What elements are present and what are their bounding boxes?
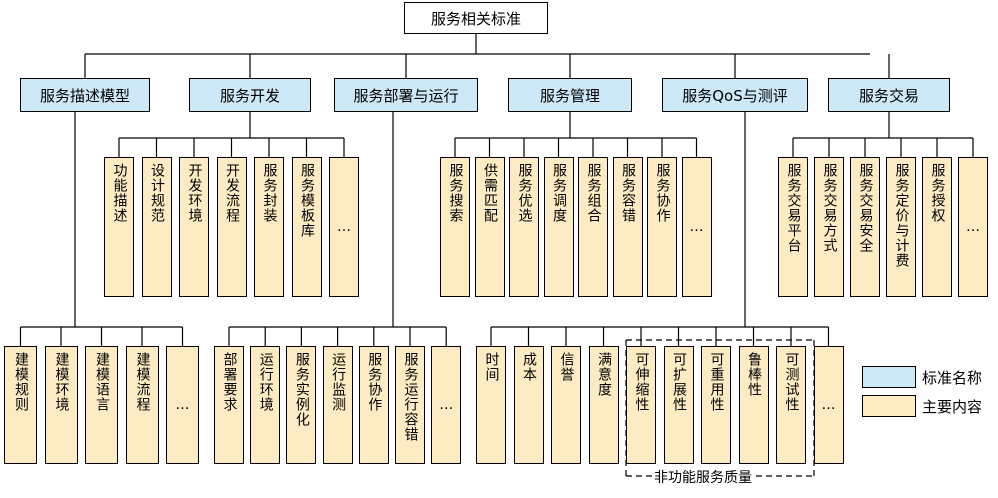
- dev-leaf-1: 功能描述: [104, 157, 134, 297]
- deploy-leaf-1: 部署要求: [214, 346, 244, 464]
- deploy-leaf-3: 服务实例化: [286, 346, 317, 464]
- dev-leaf-4: 开发流程: [216, 157, 247, 297]
- dev-leaf-7: …: [329, 157, 359, 297]
- trade-leaf-1: 服务交易平台: [778, 157, 808, 297]
- trade-leaf-2: 服务交易方式: [814, 157, 844, 297]
- dev-leaf-6: 服务模板库: [291, 157, 322, 297]
- category-1: 服务描述模型: [20, 78, 150, 112]
- mgmt-leaf-4: 服务调度: [543, 157, 574, 297]
- root-node: 服务相关标准: [404, 2, 548, 34]
- category-3: 服务部署与运行: [334, 78, 478, 112]
- category-2: 服务开发: [189, 78, 311, 112]
- dev-leaf-5: 服务封装: [254, 157, 284, 297]
- category-6: 服务交易: [828, 78, 950, 112]
- qos-leaf-4: 满意度: [588, 346, 619, 464]
- qos-leaf-2: 成本: [513, 346, 544, 464]
- legend-content-swatch: [862, 395, 916, 417]
- nonfunctional-group-label: 非功能服务质量: [652, 467, 754, 487]
- qos-leaf-10: …: [813, 346, 844, 464]
- legend-standard-swatch: [862, 366, 916, 388]
- deploy-leaf-5: 服务协作: [358, 346, 389, 464]
- qos-leaf-9: 可测试性: [776, 346, 806, 464]
- category-4: 服务管理: [508, 78, 632, 112]
- deploy-leaf-2: 运行环境: [250, 346, 281, 464]
- qos-leaf-7: 可重用性: [701, 346, 731, 464]
- mgmt-leaf-8: …: [681, 157, 712, 297]
- model-leaf-2: 建模环境: [44, 346, 78, 464]
- category-5: 服务QoS与测评: [662, 78, 808, 112]
- qos-leaf-6: 可扩展性: [663, 346, 694, 464]
- legend-standard-label: 标准名称: [922, 369, 983, 387]
- legend-content-label: 主要内容: [922, 398, 983, 416]
- qos-leaf-1: 时间: [476, 346, 506, 464]
- deploy-leaf-7: …: [431, 346, 462, 464]
- trade-leaf-4: 服务定价与计费: [886, 157, 916, 297]
- qos-leaf-5: 可伸缩性: [626, 346, 656, 464]
- trade-leaf-3: 服务交易安全: [850, 157, 880, 297]
- model-leaf-1: 建模规则: [4, 346, 37, 464]
- trade-leaf-6: …: [958, 157, 988, 297]
- dev-leaf-2: 设计规范: [141, 157, 172, 297]
- model-leaf-5: …: [166, 346, 199, 464]
- model-leaf-4: 建模流程: [125, 346, 159, 464]
- mgmt-leaf-6: 服务容错: [612, 157, 643, 297]
- mgmt-leaf-2: 供需匹配: [474, 157, 505, 297]
- mgmt-leaf-3: 服务优选: [509, 157, 539, 297]
- qos-leaf-8: 鲁棒性: [738, 346, 769, 464]
- model-leaf-3: 建模语言: [85, 346, 118, 464]
- deploy-leaf-6: 服务运行容错: [395, 346, 425, 464]
- dev-leaf-3: 开发环境: [179, 157, 209, 297]
- qos-leaf-3: 信誉: [551, 346, 581, 464]
- trade-leaf-5: 服务授权: [922, 157, 952, 297]
- mgmt-leaf-7: 服务协作: [647, 157, 677, 297]
- mgmt-leaf-1: 服务搜索: [440, 157, 470, 297]
- deploy-leaf-4: 运行监测: [322, 346, 353, 464]
- mgmt-leaf-5: 服务组合: [578, 157, 608, 297]
